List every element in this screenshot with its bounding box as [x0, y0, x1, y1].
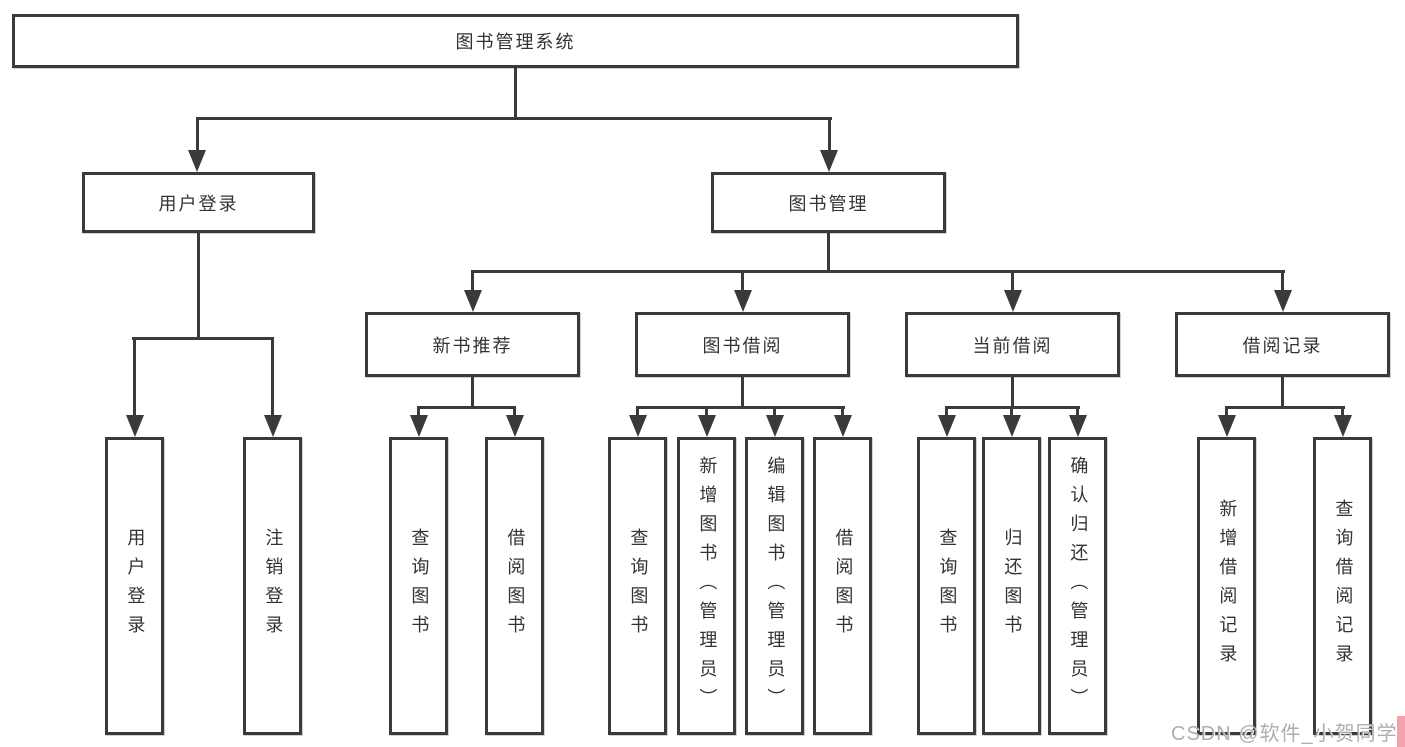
connector-line: [133, 337, 136, 417]
arrow-down-icon: [820, 150, 838, 172]
connector-line: [1076, 406, 1079, 415]
leaf-label: 新增借阅记录: [1217, 499, 1238, 673]
connector-line: [471, 270, 1285, 273]
connector-line: [471, 377, 474, 406]
leaf-user-login: 用户登录: [105, 437, 164, 735]
leaf-label: 借阅图书: [505, 528, 526, 644]
leaf-query-books-2: 查询图书: [608, 437, 667, 735]
leaf-label: 归还图书: [1002, 528, 1023, 644]
connector-line: [513, 406, 516, 415]
connector-line: [514, 68, 517, 117]
leaf-label: 用户登录: [125, 528, 146, 644]
leaf-label: 编辑图书（管理员）: [765, 455, 786, 717]
arrow-down-icon: [188, 150, 206, 172]
leaf-query-books-3: 查询图书: [917, 437, 976, 735]
leaf-borrow-books-2: 借阅图书: [813, 437, 872, 735]
connector-line: [636, 406, 639, 415]
leaf-label: 确认归还（管理员）: [1068, 455, 1089, 717]
leaf-confirm-return-admin: 确认归还（管理员）: [1048, 437, 1107, 735]
node-current-borrow: 当前借阅: [905, 312, 1120, 377]
arrow-down-icon: [1334, 415, 1352, 437]
connector-line: [417, 406, 420, 415]
node-user-login: 用户登录: [82, 172, 315, 233]
connector-line: [1011, 377, 1014, 406]
connector-line: [417, 406, 516, 409]
arrow-down-icon: [938, 415, 956, 437]
connector-line: [132, 337, 274, 340]
node-borrow-records: 借阅记录: [1175, 312, 1390, 377]
watermark-accent-strip: [1397, 716, 1405, 747]
watermark: CSDN @软件_小贺同学: [1171, 723, 1398, 745]
arrow-down-icon: [698, 415, 716, 437]
arrow-down-icon: [264, 415, 282, 437]
arrow-down-icon: [1003, 415, 1021, 437]
connector-line: [636, 406, 845, 409]
connector-line: [271, 337, 274, 417]
connector-line: [1010, 406, 1013, 415]
connector-line: [197, 233, 200, 337]
leaf-label: 新增图书（管理员）: [697, 455, 718, 717]
connector-line: [741, 377, 744, 406]
leaf-label: 查询图书: [628, 528, 649, 644]
arrow-down-icon: [1004, 290, 1022, 312]
connector-line: [945, 406, 948, 415]
connector-line: [828, 117, 831, 152]
leaf-label: 查询借阅记录: [1333, 499, 1354, 673]
connector-line: [1225, 406, 1345, 409]
connector-line: [827, 233, 830, 270]
connector-line: [1341, 406, 1344, 415]
leaf-label: 注销登录: [263, 528, 284, 644]
arrow-down-icon: [1274, 290, 1292, 312]
leaf-label: 查询图书: [937, 528, 958, 644]
connector-line: [741, 270, 744, 292]
arrow-down-icon: [464, 290, 482, 312]
connector-line: [773, 406, 776, 415]
arrow-down-icon: [766, 415, 784, 437]
leaf-edit-books-admin: 编辑图书（管理员）: [745, 437, 804, 735]
leaf-label: 借阅图书: [833, 528, 854, 644]
connector-line: [705, 406, 708, 415]
leaf-query-books: 查询图书: [389, 437, 448, 735]
node-label: 借阅记录: [1242, 335, 1323, 356]
arrow-down-icon: [1069, 415, 1087, 437]
connector-line: [196, 117, 832, 120]
node-book-mgmt: 图书管理: [711, 172, 946, 233]
leaf-add-books-admin: 新增图书（管理员）: [677, 437, 736, 735]
arrow-down-icon: [629, 415, 647, 437]
leaf-add-borrow-record: 新增借阅记录: [1197, 437, 1256, 735]
node-label: 新书推荐: [432, 335, 513, 356]
connector-line: [471, 270, 474, 292]
node-new-books: 新书推荐: [365, 312, 580, 377]
node-book-borrow: 图书借阅: [635, 312, 850, 377]
node-root-label: 图书管理系统: [455, 32, 576, 52]
arrow-down-icon: [410, 415, 428, 437]
node-book-mgmt-label: 图书管理: [788, 193, 869, 214]
connector-line: [1011, 270, 1014, 292]
arrow-down-icon: [834, 415, 852, 437]
arrow-down-icon: [734, 290, 752, 312]
node-label: 图书借阅: [702, 335, 783, 356]
connector-line: [841, 406, 844, 415]
node-user-login-label: 用户登录: [158, 193, 239, 214]
connector-line: [1281, 270, 1284, 292]
connector-line: [1225, 406, 1228, 415]
node-label: 当前借阅: [972, 335, 1053, 356]
leaf-query-borrow-record: 查询借阅记录: [1313, 437, 1372, 735]
leaf-label: 查询图书: [409, 528, 430, 644]
arrow-down-icon: [126, 415, 144, 437]
arrow-down-icon: [506, 415, 524, 437]
connector-line: [196, 117, 199, 152]
leaf-logout: 注销登录: [243, 437, 302, 735]
connector-line: [1281, 377, 1284, 406]
leaf-borrow-books: 借阅图书: [485, 437, 544, 735]
arrow-down-icon: [1218, 415, 1236, 437]
leaf-return-books: 归还图书: [982, 437, 1041, 735]
node-root: 图书管理系统: [12, 14, 1019, 68]
